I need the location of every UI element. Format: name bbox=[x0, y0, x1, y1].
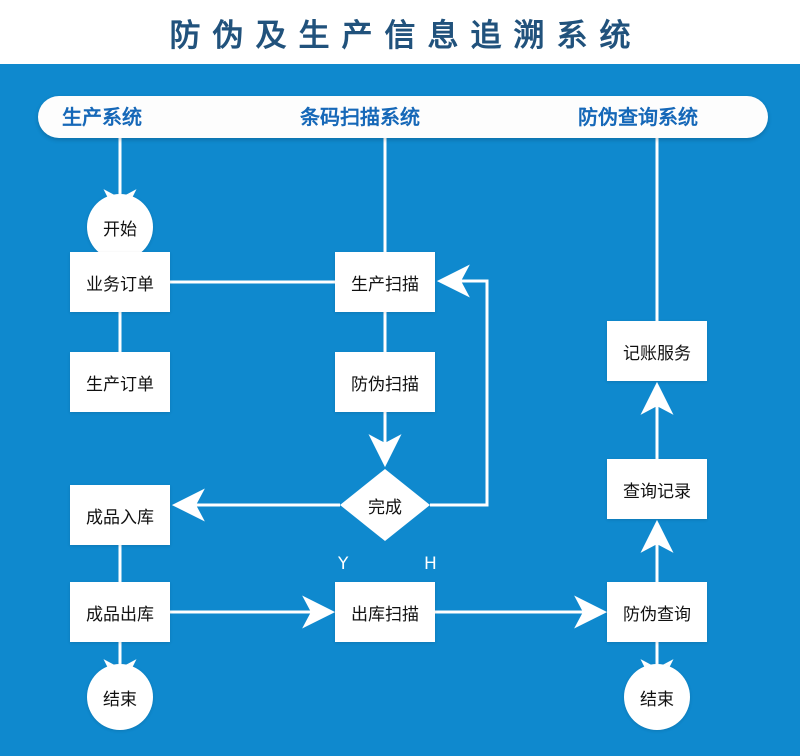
node-label: 防伪查询 bbox=[623, 604, 691, 625]
node-label: 结束 bbox=[103, 689, 137, 710]
node-label: 生产扫描 bbox=[351, 274, 419, 295]
swimlane-label-anticounterfeit-query[interactable]: 防伪查询系统 bbox=[578, 105, 698, 129]
title-bar: 防伪及生产信息追溯系统 bbox=[0, 0, 800, 64]
node-business-order[interactable]: 业务订单 bbox=[70, 252, 170, 312]
branch-label-yes: Y bbox=[338, 554, 349, 574]
node-label: 业务订单 bbox=[86, 274, 154, 295]
node-production-order[interactable]: 生产订单 bbox=[70, 352, 170, 412]
node-label: 防伪扫描 bbox=[351, 374, 419, 395]
node-outbound-scan[interactable]: 出库扫描 bbox=[335, 582, 435, 642]
node-label: 记账服务 bbox=[623, 343, 691, 364]
node-end-query[interactable]: 结束 bbox=[624, 664, 690, 730]
node-label: 成品出库 bbox=[86, 604, 154, 625]
swimlane-header-bar: 生产系统 条码扫描系统 防伪查询系统 bbox=[38, 96, 768, 138]
node-query-record[interactable]: 查询记录 bbox=[607, 459, 707, 519]
node-finished-goods-inbound[interactable]: 成品入库 bbox=[70, 485, 170, 545]
flowchart-canvas: 生产系统 条码扫描系统 防伪查询系统 开始 业务订单 生产订单 成品入库 成品出… bbox=[0, 64, 800, 756]
node-start-production[interactable]: 开始 bbox=[87, 194, 153, 260]
node-label: 结束 bbox=[640, 689, 674, 710]
node-production-scan[interactable]: 生产扫描 bbox=[335, 252, 435, 312]
node-label: 出库扫描 bbox=[351, 604, 419, 625]
swimlane-label-barcode-scan[interactable]: 条码扫描系统 bbox=[300, 105, 420, 129]
node-finished-goods-outbound[interactable]: 成品出库 bbox=[70, 582, 170, 642]
swimlane-label-production[interactable]: 生产系统 bbox=[62, 105, 142, 129]
page-title: 防伪及生产信息追溯系统 bbox=[169, 17, 643, 54]
node-label: 完成 bbox=[368, 497, 402, 518]
node-anticounterfeit-scan[interactable]: 防伪扫描 bbox=[335, 352, 435, 412]
edge-done-prodscan-loop bbox=[430, 264, 489, 507]
node-label: 开始 bbox=[103, 219, 137, 240]
node-ledger-service[interactable]: 记账服务 bbox=[607, 321, 707, 381]
node-label: 查询记录 bbox=[623, 481, 691, 502]
branch-label-no: H bbox=[424, 554, 437, 574]
node-end-production[interactable]: 结束 bbox=[87, 664, 153, 730]
node-anticounterfeit-query[interactable]: 防伪查询 bbox=[607, 582, 707, 642]
diamond-shape bbox=[340, 469, 430, 541]
node-label: 成品入库 bbox=[86, 507, 154, 528]
node-decision-complete[interactable]: 完成 bbox=[340, 469, 430, 541]
node-label: 生产订单 bbox=[86, 374, 154, 395]
